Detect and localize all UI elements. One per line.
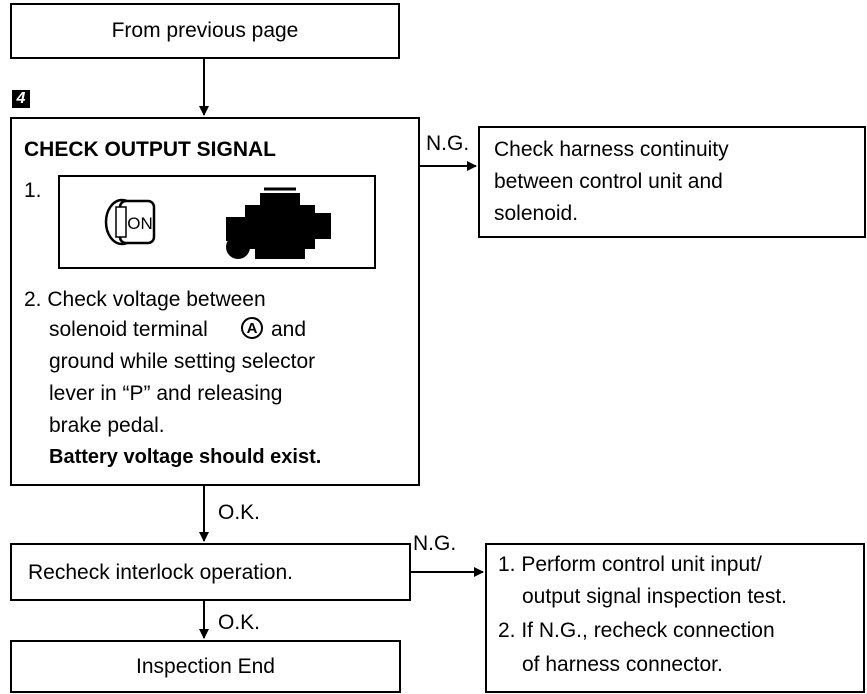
recheck-text: Recheck interlock operation. bbox=[28, 561, 293, 584]
recheck-interlock-box: Recheck interlock operation. bbox=[10, 543, 411, 601]
inspection-end-text: Inspection End bbox=[136, 655, 275, 678]
harness-line-1: Check harness continuity bbox=[494, 138, 729, 161]
ng-label-1: N.G. bbox=[426, 132, 470, 155]
item-1-number: 1. bbox=[24, 179, 42, 202]
perform-line-2: output signal inspection test. bbox=[522, 585, 788, 608]
from-previous-page-box: From previous page bbox=[10, 3, 400, 59]
inspection-end-box: Inspection End bbox=[10, 640, 401, 693]
perform-inspection-box bbox=[485, 543, 865, 693]
ng-label-2: N.G. bbox=[413, 532, 457, 555]
ignition-key-on-icon: ON bbox=[104, 198, 156, 246]
perform-line-3: 2. If N.G., recheck connection bbox=[498, 619, 775, 642]
harness-continuity-box bbox=[478, 126, 866, 238]
from-previous-page-text: From previous page bbox=[111, 19, 299, 42]
step-marker: 4 bbox=[12, 90, 30, 108]
item-2-line-2: solenoid terminal bbox=[49, 318, 208, 341]
perform-line-4: of harness connector. bbox=[522, 653, 723, 676]
check-heading: CHECK OUTPUT SIGNAL bbox=[24, 138, 276, 161]
item-2-line-1: 2. Check voltage between bbox=[24, 288, 266, 311]
illustration-frame: ON bbox=[58, 175, 376, 269]
key-on-label: ON bbox=[127, 214, 153, 233]
harness-line-3: solenoid. bbox=[494, 202, 579, 225]
perform-line-1: 1. Perform control unit input/ bbox=[498, 553, 762, 576]
item-2-line-5: brake pedal. bbox=[49, 414, 165, 437]
ok-label-2: O.K. bbox=[218, 611, 261, 634]
harness-line-2: between control unit and bbox=[494, 170, 723, 193]
item-2-line-4: lever in “P” and releasing bbox=[49, 382, 283, 405]
engine-running-icon bbox=[226, 187, 331, 259]
ok-label-1: O.K. bbox=[218, 501, 261, 524]
expected-result: Battery voltage should exist. bbox=[49, 446, 322, 468]
item-2-line-2-suffix: and bbox=[271, 318, 307, 341]
item-2-line-3: ground while setting selector bbox=[49, 350, 316, 373]
terminal-a-symbol: A bbox=[241, 317, 263, 339]
